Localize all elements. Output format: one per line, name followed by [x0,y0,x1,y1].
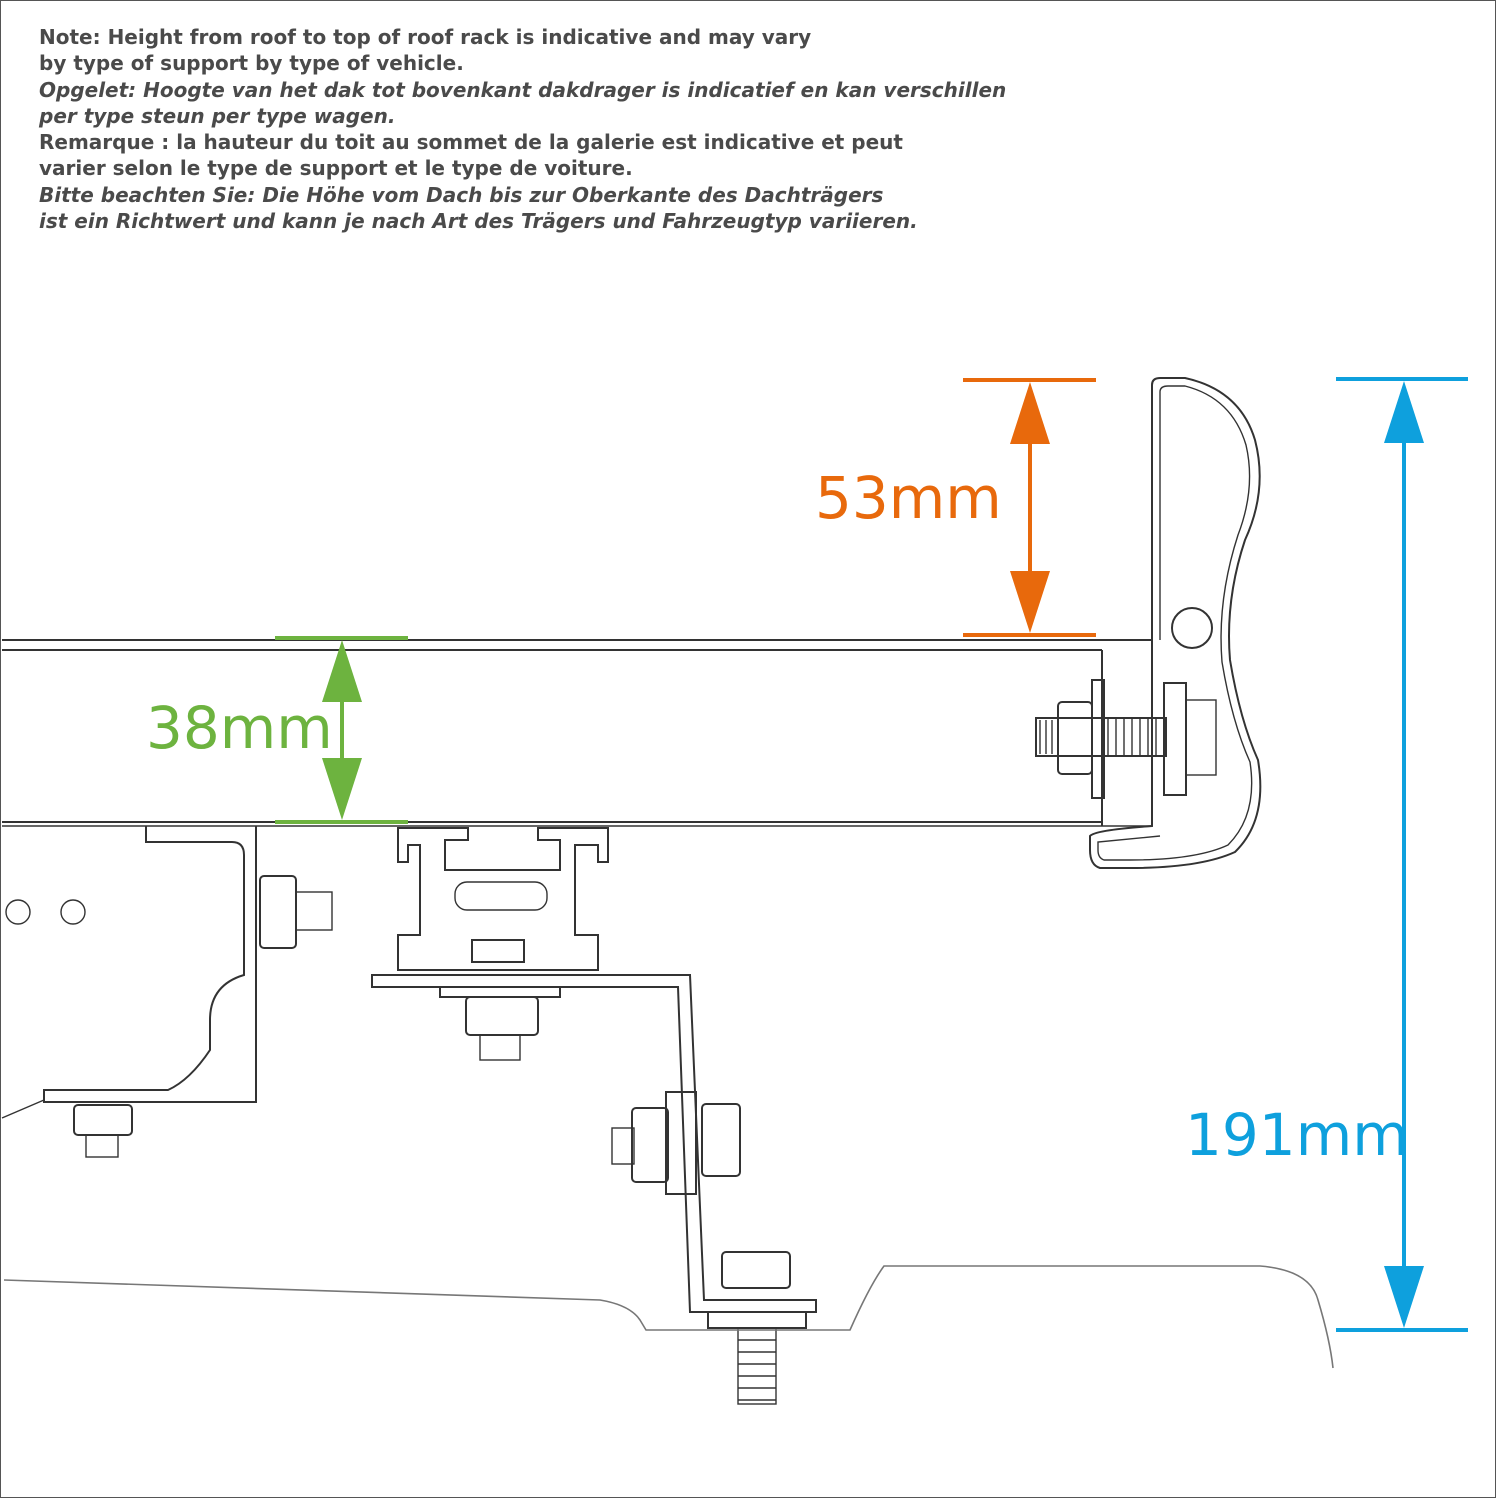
note-line-fr-2: varier selon le type de support et le ty… [39,156,633,181]
disclaimer-notes: Note: Height from roof to top of roof ra… [39,24,1006,234]
dimension-label-53mm: 53mm [815,464,1002,532]
dimension-191mm: 191mm [1185,377,1468,1332]
load-bar [2,639,1152,827]
dimension-label-191mm: 191mm [1185,1101,1409,1169]
dimension-label-38mm: 38mm [146,694,333,762]
note-line-de-2: ist ein Richtwert und kann je nach Art d… [39,209,918,234]
arrow-up-icon [1384,381,1424,443]
note-line-en-2: by type of support by type of vehicle. [39,51,464,76]
end-cap-profile [1089,377,1262,869]
dimension-53mm: 53mm [815,378,1096,637]
arrow-down-icon [1010,571,1050,633]
arrow-down-icon [322,758,362,820]
note-line-fr-1: Remarque : la hauteur du toit au sommet … [39,130,903,155]
arrow-up-icon [322,640,362,702]
mounting-bracket [371,827,817,1405]
end-cap-bolt [1035,679,1167,799]
note-line-de-1: Bitte beachten Sie: Die Höhe vom Dach bi… [39,182,884,207]
arrow-up-icon [1010,382,1050,444]
note-line-nl-2: per type steun per type wagen. [39,103,396,128]
vehicle-roof [3,1265,1334,1369]
dimension-38mm: 38mm [146,636,408,824]
note-line-en-1: Note: Height from roof to top of roof ra… [39,25,812,49]
left-bracket [1,826,333,1158]
arrow-down-icon [1384,1266,1424,1328]
note-line-nl-1: Opgelet: Hoogte van het dak tot bovenkan… [39,77,1007,102]
